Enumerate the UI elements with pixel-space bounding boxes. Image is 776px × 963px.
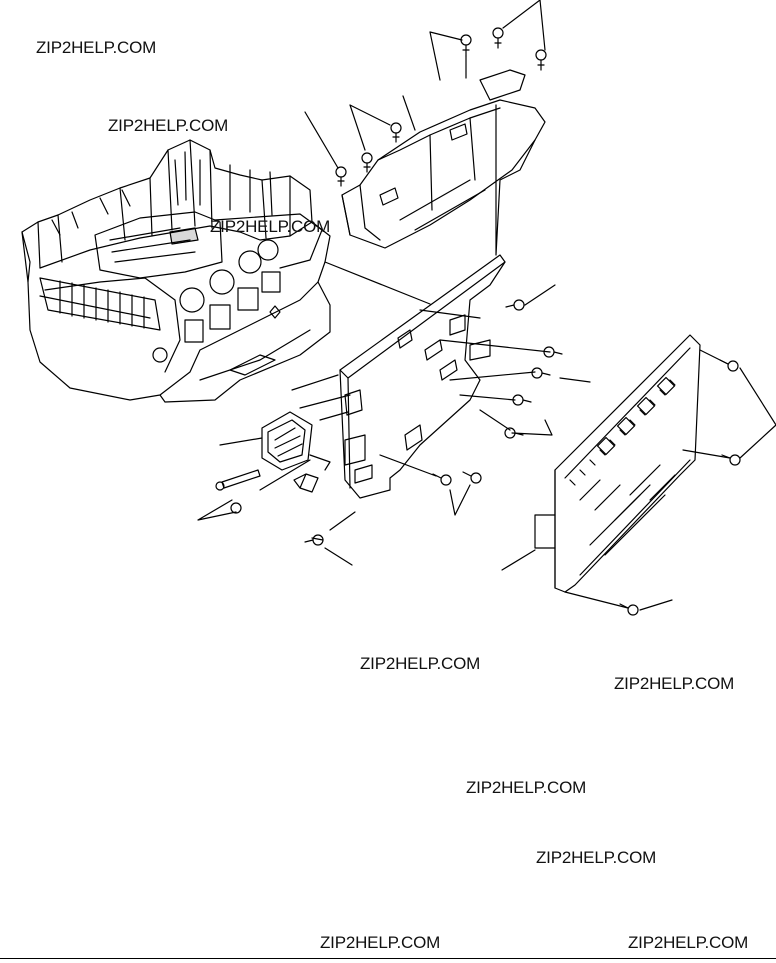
leader-line — [311, 511, 356, 541]
screw-icon — [504, 427, 524, 439]
leader-line — [501, 549, 536, 571]
screw-icon — [361, 152, 373, 173]
watermark: ZIP2HELP.COM — [360, 654, 481, 673]
leader-line — [324, 547, 353, 566]
screw-icon — [462, 471, 482, 484]
fan-icon — [261, 411, 331, 471]
leader-line — [299, 394, 351, 409]
upper-shield-plate — [341, 69, 546, 249]
leader-line — [682, 349, 776, 459]
middle-bracket — [339, 254, 506, 499]
leader-line — [495, 104, 536, 256]
leader-line — [419, 309, 551, 431]
watermark: ZIP2HELP.COM — [36, 38, 157, 57]
screw-icon — [432, 473, 452, 486]
page-bottom-rule — [0, 958, 776, 959]
screw-icon — [619, 603, 639, 616]
leader-line — [197, 499, 237, 521]
screw-icon — [535, 49, 547, 71]
screw-icon — [460, 34, 472, 57]
leader-line — [324, 261, 431, 305]
leader-line — [524, 284, 556, 306]
leader-line — [402, 95, 416, 131]
screw-icon — [505, 299, 525, 311]
watermark: ZIP2HELP.COM — [628, 933, 749, 952]
washer — [230, 502, 242, 514]
screw-icon — [215, 469, 261, 491]
leader-line — [429, 0, 546, 81]
printer-chassis — [21, 139, 331, 403]
screw-icon — [304, 534, 324, 546]
leader-line — [304, 111, 339, 169]
leader-line — [349, 104, 391, 151]
controller-board — [534, 334, 701, 593]
leader-line — [219, 437, 263, 446]
leader-line — [511, 377, 591, 436]
watermark: ZIP2HELP.COM — [536, 848, 657, 867]
watermark: ZIP2HELP.COM — [108, 116, 229, 135]
leader-line — [291, 374, 339, 391]
leader-line — [564, 591, 673, 611]
screw-icon — [492, 27, 504, 49]
screw-icon — [335, 166, 347, 187]
screw-icon — [512, 394, 532, 406]
watermark: ZIP2HELP.COM — [210, 217, 331, 236]
screw-icon — [531, 367, 551, 379]
watermark: ZIP2HELP.COM — [614, 674, 735, 693]
watermark: ZIP2HELP.COM — [320, 933, 441, 952]
leader-line — [379, 454, 471, 516]
screw-icon — [543, 346, 563, 358]
arrow-icon — [293, 473, 319, 493]
watermark: ZIP2HELP.COM — [466, 778, 587, 797]
leader-line — [319, 411, 349, 421]
screw-icon — [390, 122, 402, 143]
leader-line — [259, 459, 311, 491]
